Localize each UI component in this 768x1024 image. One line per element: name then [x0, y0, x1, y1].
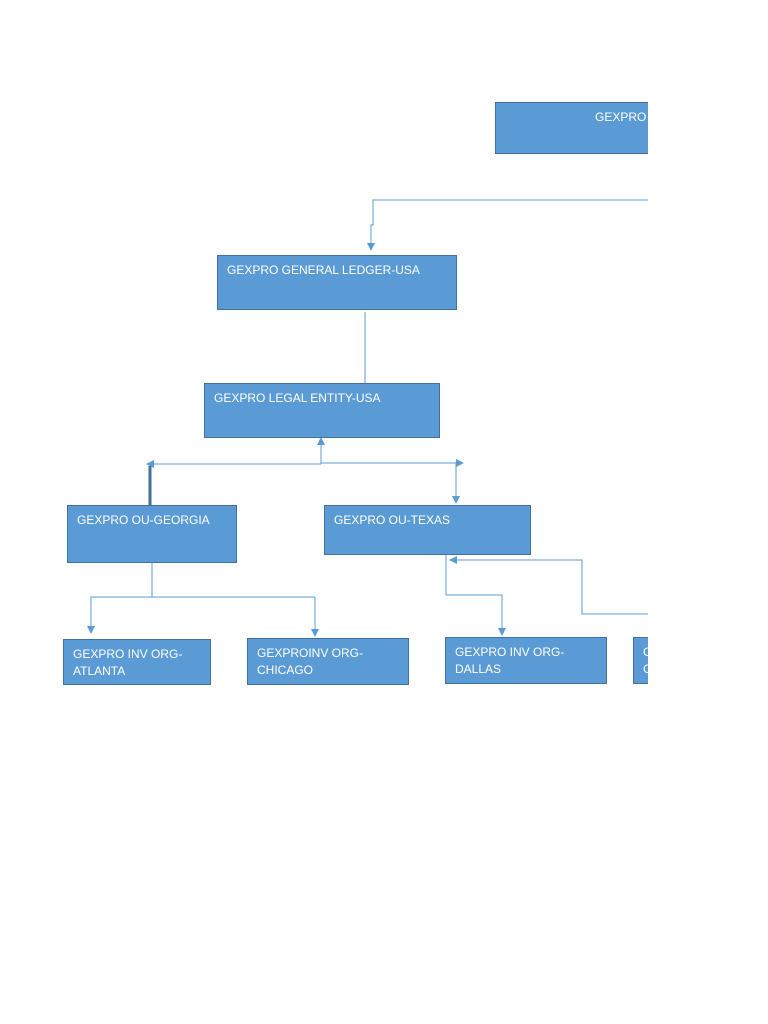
diagram-canvas: GEXPRO E GEXPRO GENERAL LEDGER-USA GEXPR… [63, 102, 648, 685]
node-gexpro-root: GEXPRO E [495, 102, 648, 154]
node-ou-texas: GEXPRO OU-TEXAS [324, 505, 531, 555]
node-inv-org-atlanta: GEXPRO INV ORG- ATLANTA [63, 639, 211, 685]
node-ou-georgia: GEXPRO OU-GEORGIA [67, 505, 237, 563]
connector-layer [87, 199, 648, 637]
node-inv-org-chicago: GEXPROINV ORG- CHICAGO [247, 638, 409, 685]
node-legal-entity-usa: GEXPRO LEGAL ENTITY-USA [204, 383, 440, 438]
connector-texas-dallas [445, 555, 506, 636]
node-partial-cut-off: G G [633, 637, 648, 684]
connector-return-texas [449, 556, 648, 615]
connector-root-ledger [367, 199, 648, 251]
connector-georgia-atlanta [87, 596, 315, 634]
node-general-ledger-usa: GEXPRO GENERAL LEDGER-USA [217, 255, 457, 310]
node-inv-org-dallas: GEXPRO INV ORG- DALLAS [445, 637, 607, 684]
